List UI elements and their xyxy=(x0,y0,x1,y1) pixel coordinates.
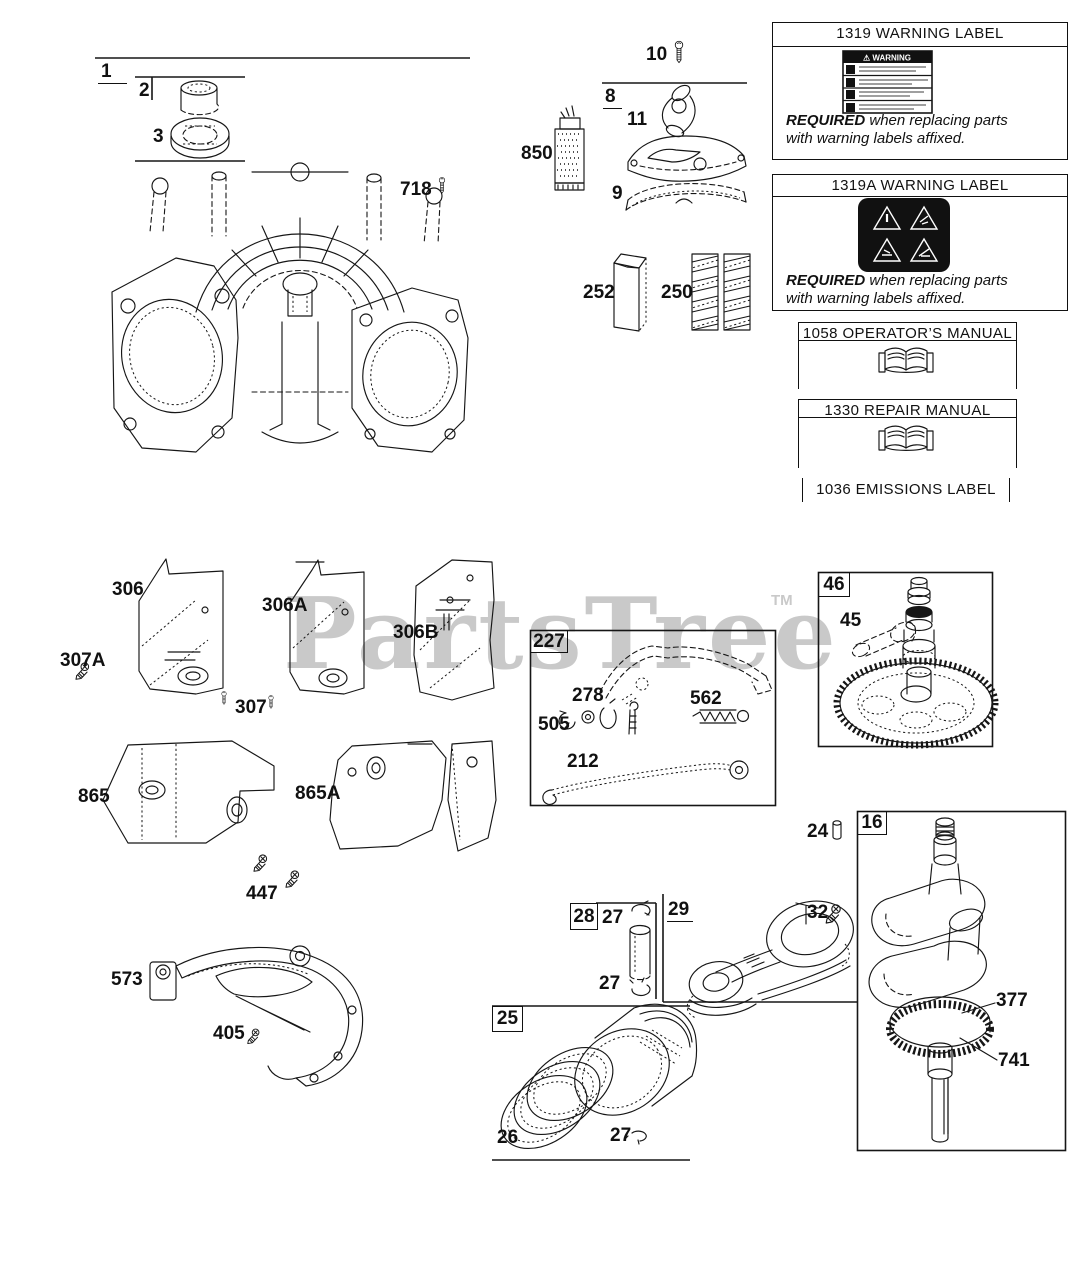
shield-865a-drawing xyxy=(329,740,497,852)
repair-manual-panel xyxy=(798,418,1017,468)
warning-triangle-icons xyxy=(872,205,939,262)
governor-spring-drawing xyxy=(692,709,750,724)
cylinder-block-drawing xyxy=(111,162,469,453)
warning-label-1319a-panel xyxy=(772,196,1068,311)
callout-2: 2 xyxy=(139,80,150,101)
callout-9: 9 xyxy=(612,183,623,204)
callout-252: 252 xyxy=(583,282,615,303)
callout-741: 741 xyxy=(998,1050,1030,1071)
shield-306-drawing xyxy=(138,558,224,695)
callout-865: 865 xyxy=(78,786,110,807)
sealant-tube-drawing xyxy=(554,105,585,191)
callout-306: 306 xyxy=(112,579,144,600)
shield-306b-drawing xyxy=(413,559,495,701)
callout-26: 26 xyxy=(497,1127,519,1148)
watermark-tm: TM xyxy=(771,592,793,609)
callout-306b: 306B xyxy=(393,622,439,643)
breather-gasket-drawing xyxy=(625,183,747,211)
breather-tube-drawing xyxy=(613,253,647,332)
callout-10: 10 xyxy=(646,44,668,65)
pin-drawing xyxy=(832,820,842,840)
callout-24: 24 xyxy=(807,821,829,842)
repair-manual-title: 1330 REPAIR MANUAL xyxy=(798,399,1017,419)
operators-manual-panel xyxy=(798,341,1017,389)
callout-447: 447 xyxy=(246,883,278,904)
warning-label-1319-panel xyxy=(772,46,1068,160)
warning-label-graphic: ⚠ WARNING xyxy=(842,50,933,114)
callout-377: 377 xyxy=(996,990,1028,1011)
warning-1319-required-line2: with warning labels affixed. xyxy=(786,130,966,147)
emissions-label-title: 1036 EMISSIONS LABEL xyxy=(802,478,1010,502)
callout-25: 25 xyxy=(492,1006,523,1032)
callout-46: 46 xyxy=(818,572,850,597)
breather-cover-drawing xyxy=(627,135,747,182)
callout-45: 45 xyxy=(840,610,862,631)
crankshaft-drawing xyxy=(868,817,994,1143)
piston-drawing xyxy=(574,1003,698,1145)
callout-27-piston: 27 xyxy=(610,1125,632,1146)
camshaft-drawing xyxy=(833,576,999,749)
callout-32: 32 xyxy=(807,902,829,923)
warning-label-1319-title: 1319 WARNING LABEL xyxy=(772,22,1068,47)
governor-small-parts xyxy=(558,698,639,735)
screw-icon xyxy=(674,40,684,64)
warning-1319a-required-line: REQUIRED when replacing parts xyxy=(786,272,1008,289)
bushing-drawing xyxy=(180,80,220,116)
section-lines xyxy=(95,57,1067,1161)
callout-28: 28 xyxy=(570,903,598,930)
callout-212: 212 xyxy=(567,751,599,772)
callout-850: 850 xyxy=(521,143,553,164)
callout-16: 16 xyxy=(857,811,887,835)
callout-865a: 865A xyxy=(295,783,341,804)
screw-icon xyxy=(285,870,300,888)
piston-rings-drawing xyxy=(500,1046,614,1150)
warning-1319a-required-line2: with warning labels affixed. xyxy=(786,290,966,307)
callout-27-top: 27 xyxy=(602,907,624,928)
bracket-573-drawing xyxy=(149,945,364,1087)
connecting-rod-drawing xyxy=(686,900,854,1019)
screw-icon xyxy=(247,1028,260,1045)
callout-3: 3 xyxy=(153,126,164,147)
shield-865-drawing xyxy=(102,740,275,844)
leader-741 xyxy=(959,1037,998,1061)
callout-505: 505 xyxy=(538,714,570,735)
screw-icon xyxy=(253,854,268,872)
callout-405: 405 xyxy=(213,1023,245,1044)
piston-pin-drawing xyxy=(629,900,651,997)
shield-306a-drawing xyxy=(289,559,365,695)
callout-307: 307 xyxy=(235,697,267,718)
screw-icon xyxy=(825,904,841,924)
governor-lever-drawing xyxy=(599,645,773,705)
operators-manual-title: 1058 OPERATOR’S MANUAL xyxy=(798,322,1017,342)
warning-header-text: ⚠ WARNING xyxy=(863,54,911,63)
callout-718: 718 xyxy=(400,179,432,200)
warning-label-1319a-graphic xyxy=(858,198,950,272)
callout-11: 11 xyxy=(627,109,648,130)
oil-seal-drawing xyxy=(170,117,230,159)
screw-icon xyxy=(221,691,227,705)
callout-306a: 306A xyxy=(262,595,308,616)
callout-29: 29 xyxy=(667,900,693,922)
callout-307a: 307A xyxy=(60,650,106,671)
callout-573: 573 xyxy=(111,969,143,990)
valve-springs-drawing xyxy=(691,253,751,331)
leader-377 xyxy=(961,1002,996,1014)
callout-562: 562 xyxy=(690,688,722,709)
callout-8: 8 xyxy=(603,87,622,109)
warning-1319-required-line: REQUIRED when replacing parts xyxy=(786,112,1008,129)
screw-icon xyxy=(268,695,274,709)
tappet-drawing xyxy=(851,621,917,658)
watermark: PartsTree xyxy=(283,577,839,692)
governor-link-drawing xyxy=(542,760,749,805)
callout-278: 278 xyxy=(572,685,604,706)
callout-227: 227 xyxy=(530,630,568,653)
oil-fill-tube-drawing xyxy=(661,84,696,138)
callout-27-bottom: 27 xyxy=(599,973,621,994)
callout-250: 250 xyxy=(661,282,693,303)
callout-1: 1 xyxy=(98,62,127,84)
warning-label-1319a-title: 1319A WARNING LABEL xyxy=(772,174,1068,197)
